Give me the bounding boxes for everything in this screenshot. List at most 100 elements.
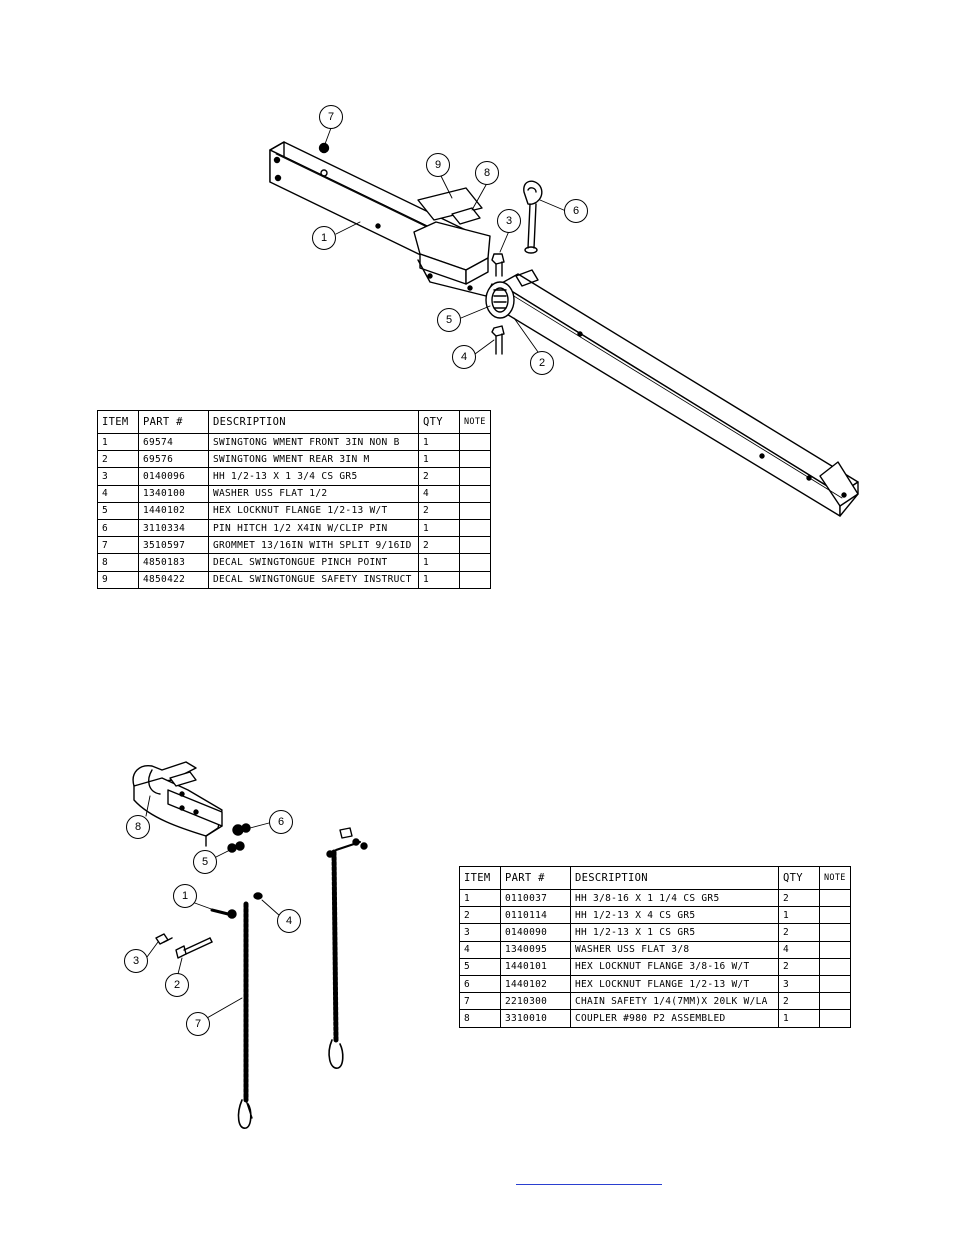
note-cell [819,888,851,908]
item-cell: 4 [97,484,139,503]
top-bubble-labels: 7 9 8 3 6 1 5 4 2 [321,111,579,369]
header-description: DESCRIPTION [208,410,419,434]
nut-item-5 [227,841,245,853]
item-cell: 4 [459,940,501,959]
qty-cell: 1 [418,553,460,572]
callout-bubble [186,1012,210,1036]
header-description: DESCRIPTION [570,866,779,890]
header-item: ITEM [459,866,501,890]
callout-label: 6 [278,816,284,828]
part-number-cell: 1440102 [500,974,571,994]
note-cell [459,432,491,452]
description-cell: HH 3/8-16 X 1 1/4 CS GR5 [570,888,779,908]
bolt-item-3 [155,933,173,945]
callout-bubble [124,949,148,973]
qty-cell: 4 [418,484,460,503]
item-cell: 3 [97,467,139,486]
part-number-cell: 3510597 [138,536,209,555]
item-cell: 2 [459,906,501,925]
callout-bubble [437,308,461,332]
header-qty: QTY [778,866,820,890]
note-cell [819,957,851,976]
header-note: NOTE [819,866,851,890]
item-cell: 6 [459,974,501,994]
note-cell [819,1009,851,1028]
note-cell [459,518,491,538]
callout-label: 1 [182,890,188,902]
table-header-row: ITEM PART # DESCRIPTION QTY NOTE [459,866,851,890]
qty-cell: 3 [778,974,820,994]
item-cell: 6 [97,518,139,538]
description-cell: HH 1/2-13 X 1 CS GR5 [570,923,779,942]
qty-cell: 1 [418,518,460,538]
item-cell: 3 [459,923,501,942]
item-cell: 5 [97,501,139,520]
part-number-cell: 0140090 [500,923,571,942]
note-cell [819,992,851,1011]
header-part-number: PART # [500,866,571,890]
note-cell [459,536,491,555]
callout-bubble [475,161,499,185]
callout-label: 6 [573,205,579,217]
hitch-pin [523,180,543,254]
callout-label: 1 [321,232,327,244]
header-qty: QTY [418,410,460,434]
description-cell: HEX LOCKNUT FLANGE 3/8-16 W/T [570,957,779,976]
callout-bubble [269,810,293,834]
callout-label: 7 [328,111,334,123]
callout-bubble [319,105,343,129]
qty-cell: 2 [418,536,460,555]
qty-cell: 4 [778,940,820,959]
part-number-cell: 2210300 [500,992,571,1011]
callout-label: 9 [435,159,441,171]
part-number-cell: 3110334 [138,518,209,538]
part-number-cell: 0110114 [500,906,571,925]
nut-item-6 [232,823,251,836]
bottom-bubble-labels: 8 6 5 1 4 3 2 7 [133,816,292,1030]
description-cell: WASHER USS FLAT 1/2 [208,484,419,503]
callout-label: 3 [133,955,139,967]
bolt-item-2 [175,937,213,959]
qty-cell: 2 [778,923,820,942]
callout-label: 4 [286,915,292,927]
bolt-item-3 [491,253,505,277]
note-cell [459,484,491,503]
description-cell: DECAL SWINGTONGUE SAFETY INSTRUCT [208,570,419,589]
table-header-row: ITEM PART # DESCRIPTION QTY NOTE [97,410,491,434]
description-cell: DECAL SWINGTONGUE PINCH POINT [208,553,419,572]
footer-link[interactable] [516,1172,662,1185]
qty-cell: 1 [778,906,820,925]
description-cell: WASHER USS FLAT 3/8 [570,940,779,959]
part-number-cell: 1340100 [138,484,209,503]
part-number-cell: 1440101 [500,957,571,976]
safety-chain-right [326,827,368,1069]
note-cell [459,450,491,469]
part-number-cell: 4850183 [138,553,209,572]
callout-label: 8 [135,821,141,833]
callout-bubble [126,815,150,839]
callout-bubble [165,973,189,997]
callout-bubble [277,909,301,933]
description-cell: HH 1/2-13 X 1 3/4 CS GR5 [208,467,419,486]
item-cell: 8 [97,553,139,572]
item-cell: 7 [97,536,139,555]
description-cell: SWINGTONG WMENT REAR 3IN M [208,450,419,469]
decal-pair [417,187,483,225]
qty-cell: 2 [418,467,460,486]
callout-bubble [193,850,217,874]
note-cell [459,501,491,520]
part-number-cell: 1340095 [500,940,571,959]
qty-cell: 2 [418,501,460,520]
note-cell [819,974,851,994]
